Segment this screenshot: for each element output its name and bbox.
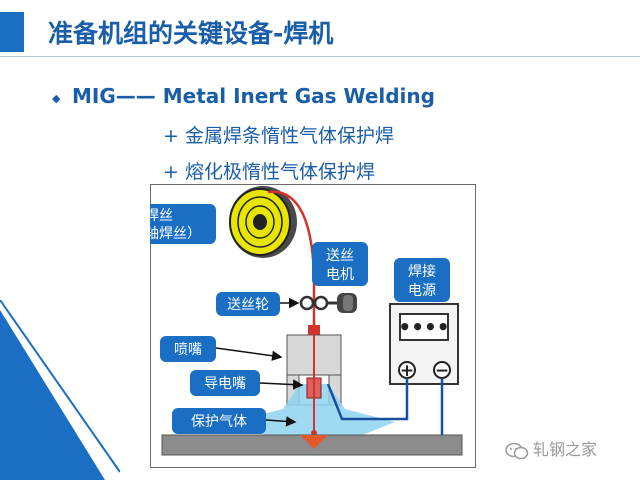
label-power-source: 焊接 电源 — [394, 258, 450, 302]
negative-terminal-sign: − — [435, 361, 449, 381]
label-power-line1: 焊接 — [408, 263, 436, 280]
positive-cable — [326, 378, 409, 421]
nozzle-pointer — [215, 347, 283, 361]
label-feed-motor-line1: 送丝 — [326, 248, 354, 264]
mig-term-1: + 金属焊条惰性气体保护焊 — [163, 125, 394, 147]
wechat-icon — [505, 442, 529, 459]
label-contact-tip: 导电嘴 — [190, 370, 260, 396]
mig-definition: MIG—— Metal Inert Gas Welding — [72, 84, 435, 108]
label-feed-wheel-text: 送丝轮 — [227, 297, 269, 313]
header-divider — [0, 56, 640, 57]
wire-spool — [229, 186, 297, 258]
label-wire: 焊丝 （盘轴焊丝） — [150, 204, 216, 244]
workpiece-plate — [161, 434, 463, 456]
label-shield-gas: 保护气体 — [172, 408, 266, 434]
label-nozzle: 喷嘴 — [160, 336, 216, 362]
header-accent-bar — [0, 12, 24, 52]
watermark-text: 轧钢之家 — [533, 440, 598, 459]
power-display: •••• — [398, 315, 449, 339]
shield-gas-pointer — [265, 416, 297, 427]
label-feed-motor: 送丝 电机 — [312, 242, 368, 286]
mig-welding-diagram: •••• + − 焊丝 （盘轴焊丝） 送丝 电机 焊接 电源 送丝轮 喷嘴 — [150, 184, 476, 468]
label-contact-tip-text: 导电嘴 — [204, 376, 246, 392]
label-wire-line1: 焊丝 — [150, 208, 173, 224]
label-wire-line2: （盘轴焊丝） — [150, 225, 201, 242]
label-feed-wheel: 送丝轮 — [216, 292, 280, 316]
label-power-line2: 电源 — [408, 283, 436, 299]
label-shield-gas-text: 保护气体 — [191, 414, 247, 430]
contact-tip-pointer — [259, 379, 304, 390]
label-feed-motor-line2: 电机 — [326, 267, 354, 283]
page-title: 准备机组的关键设备-焊机 — [48, 19, 334, 48]
decorative-stripes — [0, 300, 120, 480]
label-nozzle-text: 喷嘴 — [174, 342, 202, 358]
welding-power-source[interactable]: •••• + − — [389, 303, 459, 385]
watermark: 轧钢之家 — [505, 436, 597, 460]
bullet-diamond-icon: ◆ — [52, 92, 61, 105]
contact-tip — [306, 334, 322, 436]
mig-term-2: + 熔化极惰性气体保护焊 — [163, 161, 375, 183]
positive-terminal-sign: + — [400, 361, 414, 381]
wire-feed-wheels — [299, 295, 337, 311]
wire-feed-motor — [337, 293, 357, 313]
